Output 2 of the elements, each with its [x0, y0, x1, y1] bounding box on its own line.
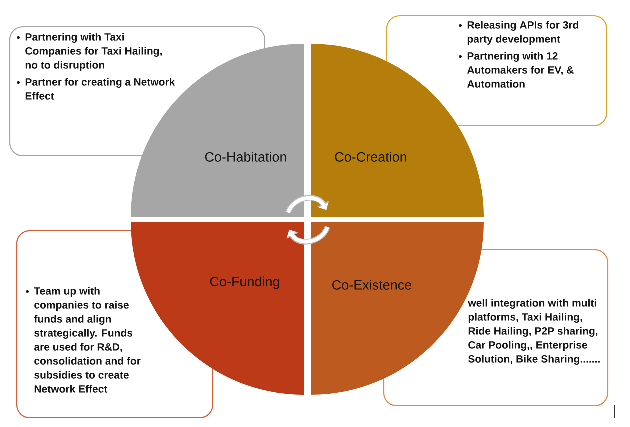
curved-arrow — [286, 195, 330, 214]
curved-arrow — [286, 226, 330, 245]
